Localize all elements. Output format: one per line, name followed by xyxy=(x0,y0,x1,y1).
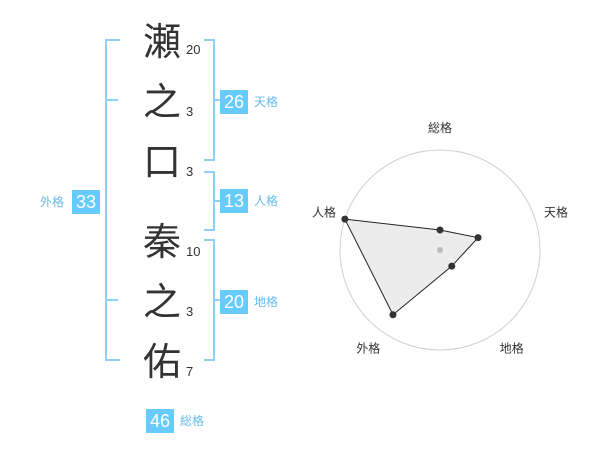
jinkaku-value-badge: 13 xyxy=(220,189,248,213)
radar-axis-label: 人格 xyxy=(312,204,336,219)
chikaku-value-badge: 20 xyxy=(220,290,248,314)
radar-axis-label: 外格 xyxy=(356,341,380,356)
radar-axis-label: 総格 xyxy=(428,120,452,135)
stroke-count-1: 20 xyxy=(186,42,201,57)
name-char-5: 之 xyxy=(142,280,181,324)
name-char-2: 之 xyxy=(142,80,181,124)
radar-point-4 xyxy=(341,215,349,223)
radar-point-2 xyxy=(448,262,456,270)
soukaku-label: 総格 xyxy=(180,414,205,428)
radar-point-0 xyxy=(436,226,444,234)
jinkaku-label: 人格 xyxy=(254,194,279,208)
tenkaku-value-badge: 26 xyxy=(220,90,248,114)
stroke-count-3: 3 xyxy=(186,164,194,179)
radar-point-3 xyxy=(389,311,397,319)
name-char-4: 秦 xyxy=(142,220,181,264)
name-char-6: 佑 xyxy=(142,340,181,384)
radar-point-1 xyxy=(474,234,482,242)
stroke-count-6: 7 xyxy=(186,364,194,379)
tenkaku-label: 天格 xyxy=(254,95,279,109)
name-char-3: 口 xyxy=(142,140,181,184)
name-char-1: 瀬 xyxy=(142,20,181,64)
stroke-count-4: 10 xyxy=(186,244,201,259)
radar-center xyxy=(437,247,443,253)
gaikaku-label: 外格 xyxy=(40,195,65,209)
radar-area xyxy=(344,218,480,316)
stroke-count-5: 3 xyxy=(186,304,194,319)
gaikaku-value-badge: 33 xyxy=(72,190,100,214)
soukaku-value-badge: 46 xyxy=(146,409,174,433)
radar-axis-label: 天格 xyxy=(544,204,568,219)
stroke-count-2: 3 xyxy=(186,104,194,119)
radar-axis-label: 地格 xyxy=(500,341,524,356)
chikaku-label: 地格 xyxy=(254,295,279,309)
